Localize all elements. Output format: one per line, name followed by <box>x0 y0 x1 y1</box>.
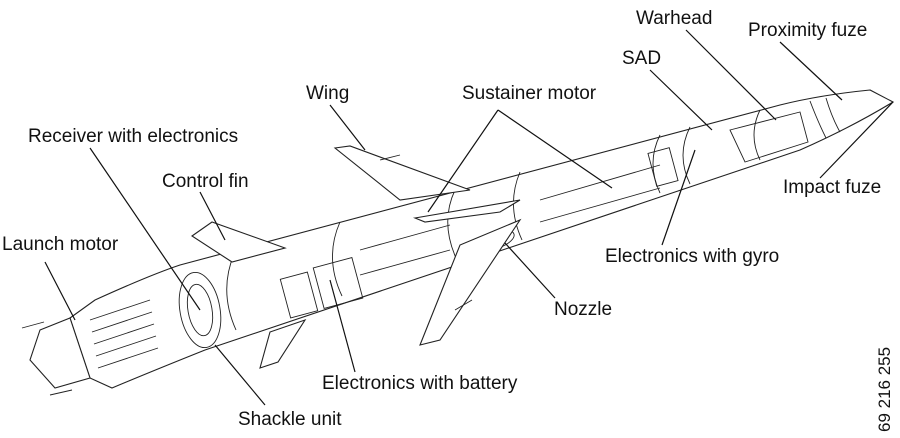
label-impact-fuze: Impact fuze <box>783 177 881 198</box>
label-shackle-unit: Shackle unit <box>238 409 342 430</box>
leader-lines <box>44 29 894 406</box>
leader-proximity-fuze <box>779 41 843 101</box>
label-warhead: Warhead <box>636 8 712 29</box>
label-proximity-fuze: Proximity fuze <box>748 20 867 41</box>
leader-impact-fuze <box>819 101 894 179</box>
label-electronics-with-battery: Electronics with battery <box>322 373 518 394</box>
leader-control-fin <box>199 191 226 241</box>
control-fin-upper <box>191 221 287 263</box>
leader-launch-motor <box>44 261 76 321</box>
battery-electronics-box <box>312 256 364 310</box>
control-fin-lower <box>259 318 307 369</box>
leader-electronics-gyro <box>661 149 696 246</box>
label-receiver-with-electronics: Receiver with electronics <box>28 126 238 147</box>
tail-cap <box>29 317 91 389</box>
launch-motor-ribs <box>89 299 159 369</box>
receiver-ring <box>178 271 222 349</box>
callout-labels: Warhead Proximity fuze SAD Wing Sustaine… <box>2 8 881 430</box>
wings-and-fins <box>191 145 522 369</box>
label-sustainer-motor: Sustainer motor <box>462 83 597 104</box>
leader-sustainer-motor-2 <box>497 109 613 189</box>
leader-sad <box>649 69 713 131</box>
leader-electronics-battery <box>329 279 356 373</box>
leader-sustainer-motor-1 <box>427 109 499 213</box>
leader-shackle-unit <box>214 344 266 406</box>
figure-reference-number: 69 216 255 <box>875 347 894 432</box>
label-launch-motor: Launch motor <box>2 234 119 255</box>
gyro-unit <box>647 147 679 187</box>
leader-receiver <box>89 147 201 311</box>
leader-wing <box>329 104 366 151</box>
leader-warhead <box>685 29 777 121</box>
label-sad: SAD <box>622 48 661 69</box>
section-ring <box>753 109 761 161</box>
wing-upper <box>333 145 471 201</box>
label-wing: Wing <box>306 83 349 104</box>
internal-tube <box>539 164 661 201</box>
wing-mid <box>412 199 521 223</box>
wing-lower <box>419 218 522 346</box>
leader-nozzle <box>504 242 556 299</box>
label-nozzle: Nozzle <box>554 299 612 320</box>
warhead-cavity <box>729 111 809 163</box>
nose-section-line <box>825 97 841 133</box>
label-electronics-with-gyro: Electronics with gyro <box>605 246 779 267</box>
label-control-fin: Control fin <box>162 171 249 192</box>
